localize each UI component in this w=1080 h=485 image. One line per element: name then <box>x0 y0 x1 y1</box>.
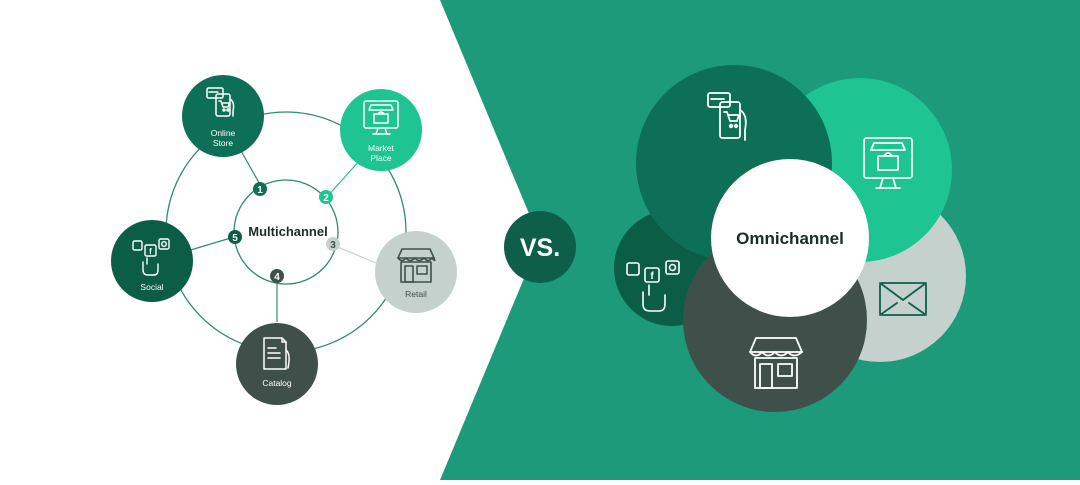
number-5: 5 <box>232 233 238 244</box>
number-badge-1: 1 <box>253 182 267 196</box>
multichannel-title: Multichannel <box>248 224 327 239</box>
connector-social <box>183 236 235 253</box>
catalog-icon <box>263 337 290 370</box>
node-social: f Social <box>111 220 193 302</box>
multichannel-diagram: 1 2 3 4 5 Multichannel <box>111 75 457 405</box>
number-badge-4: 4 <box>270 269 284 283</box>
number-3: 3 <box>330 240 336 251</box>
number-badge-2: 2 <box>319 190 333 204</box>
catalog-label: Catalog <box>262 378 292 388</box>
number-4: 4 <box>274 272 280 283</box>
omni-social-hand-icon: f <box>626 260 680 312</box>
node-catalog: Catalog <box>236 323 318 405</box>
market-place-label-line2: Place <box>370 153 392 163</box>
market-place-label-line1: Market <box>368 143 395 153</box>
cart-card-icon <box>206 87 235 117</box>
number-1: 1 <box>257 185 263 196</box>
storefront-screen-icon <box>363 100 399 135</box>
omnichannel-center <box>711 159 869 317</box>
connector-market-place <box>325 159 361 199</box>
omni-storefront-screen-icon <box>863 137 913 189</box>
social-label: Social <box>140 282 163 292</box>
omni-cart-card-icon <box>707 92 747 141</box>
online-store-label-line2: Store <box>213 138 234 148</box>
node-retail: Retail <box>375 231 457 313</box>
node-online-store: Online Store <box>182 75 264 157</box>
node-market-place: Market Place <box>340 89 422 171</box>
storefront-icon <box>397 248 436 283</box>
omnichannel-title: Omnichannel <box>736 229 844 248</box>
omni-facebook-f-glyph: f <box>650 271 654 282</box>
omni-email-icon <box>879 282 927 316</box>
online-store-label-line1: Online <box>211 128 236 138</box>
connector-retail <box>332 244 377 264</box>
social-hand-icon: f <box>132 238 170 276</box>
omni-storefront-icon <box>749 337 803 389</box>
omnichannel-diagram: Omnichannel <box>614 65 966 412</box>
number-badge-3: 3 <box>326 237 340 251</box>
retail-label: Retail <box>405 289 427 299</box>
versus-label: VS. <box>520 234 560 262</box>
number-badge-5: 5 <box>228 230 242 244</box>
facebook-f-glyph: f <box>149 247 152 256</box>
number-2: 2 <box>323 193 329 204</box>
versus-badge: VS. <box>504 211 576 283</box>
